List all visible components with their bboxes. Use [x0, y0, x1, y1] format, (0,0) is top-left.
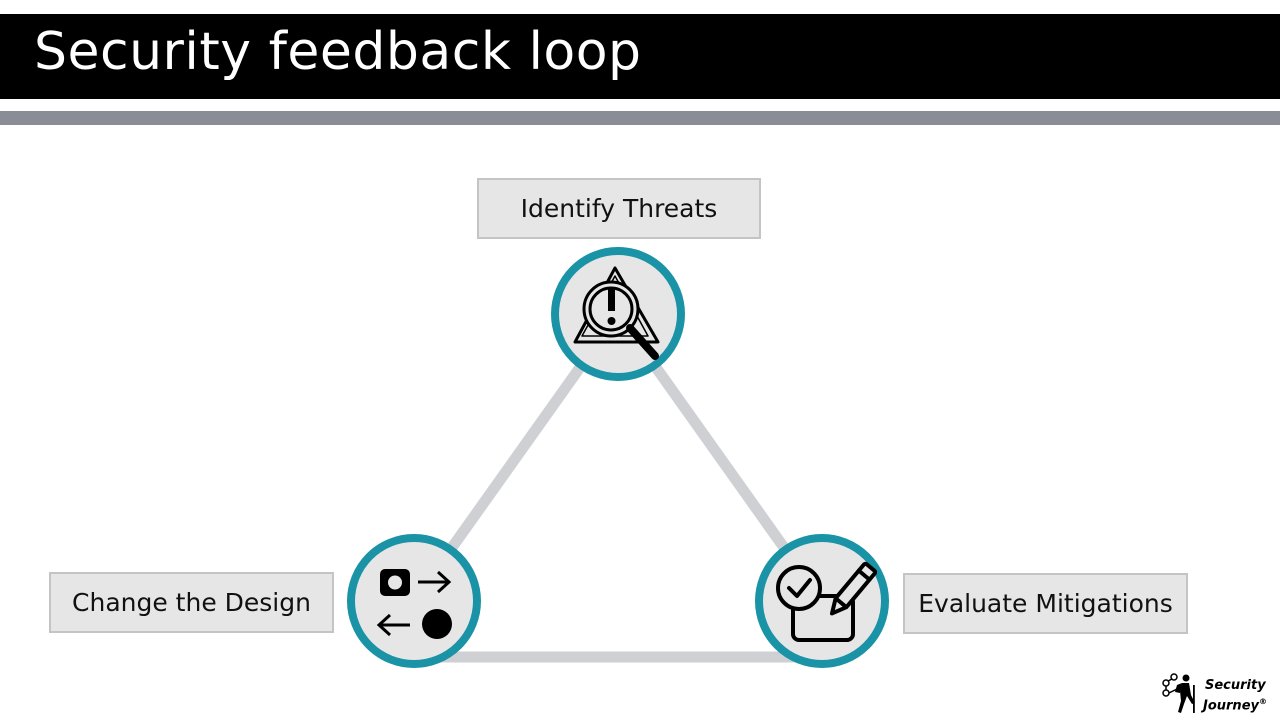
- node-evaluate-mitigations: [755, 534, 889, 668]
- label-identify-threats: Identify Threats: [477, 178, 761, 239]
- hiker-network-icon: [1162, 673, 1195, 713]
- security-journey-logo: Security Journey®: [1160, 673, 1270, 715]
- logo-wordmark: Security Journey®: [1203, 678, 1267, 714]
- title-bar: Security feedback loop: [0, 14, 1280, 99]
- threat-search-icon: [573, 266, 660, 360]
- logo-line-1: Security: [1205, 678, 1266, 693]
- page-title: Security feedback loop: [34, 22, 642, 82]
- checklist-edit-icon: [776, 561, 878, 642]
- registered-mark: ®: [1258, 697, 1267, 706]
- node-identify-threats: [551, 247, 685, 381]
- label-change-design: Change the Design: [49, 572, 334, 633]
- node-change-design: [347, 534, 481, 668]
- label-evaluate-mitigations: Evaluate Mitigations: [903, 573, 1188, 634]
- logo-line-2: Journey®: [1203, 694, 1267, 714]
- title-rule: [0, 111, 1280, 125]
- logo-line-2-text: Journey: [1203, 698, 1259, 714]
- swap-shapes-icon: [376, 569, 452, 639]
